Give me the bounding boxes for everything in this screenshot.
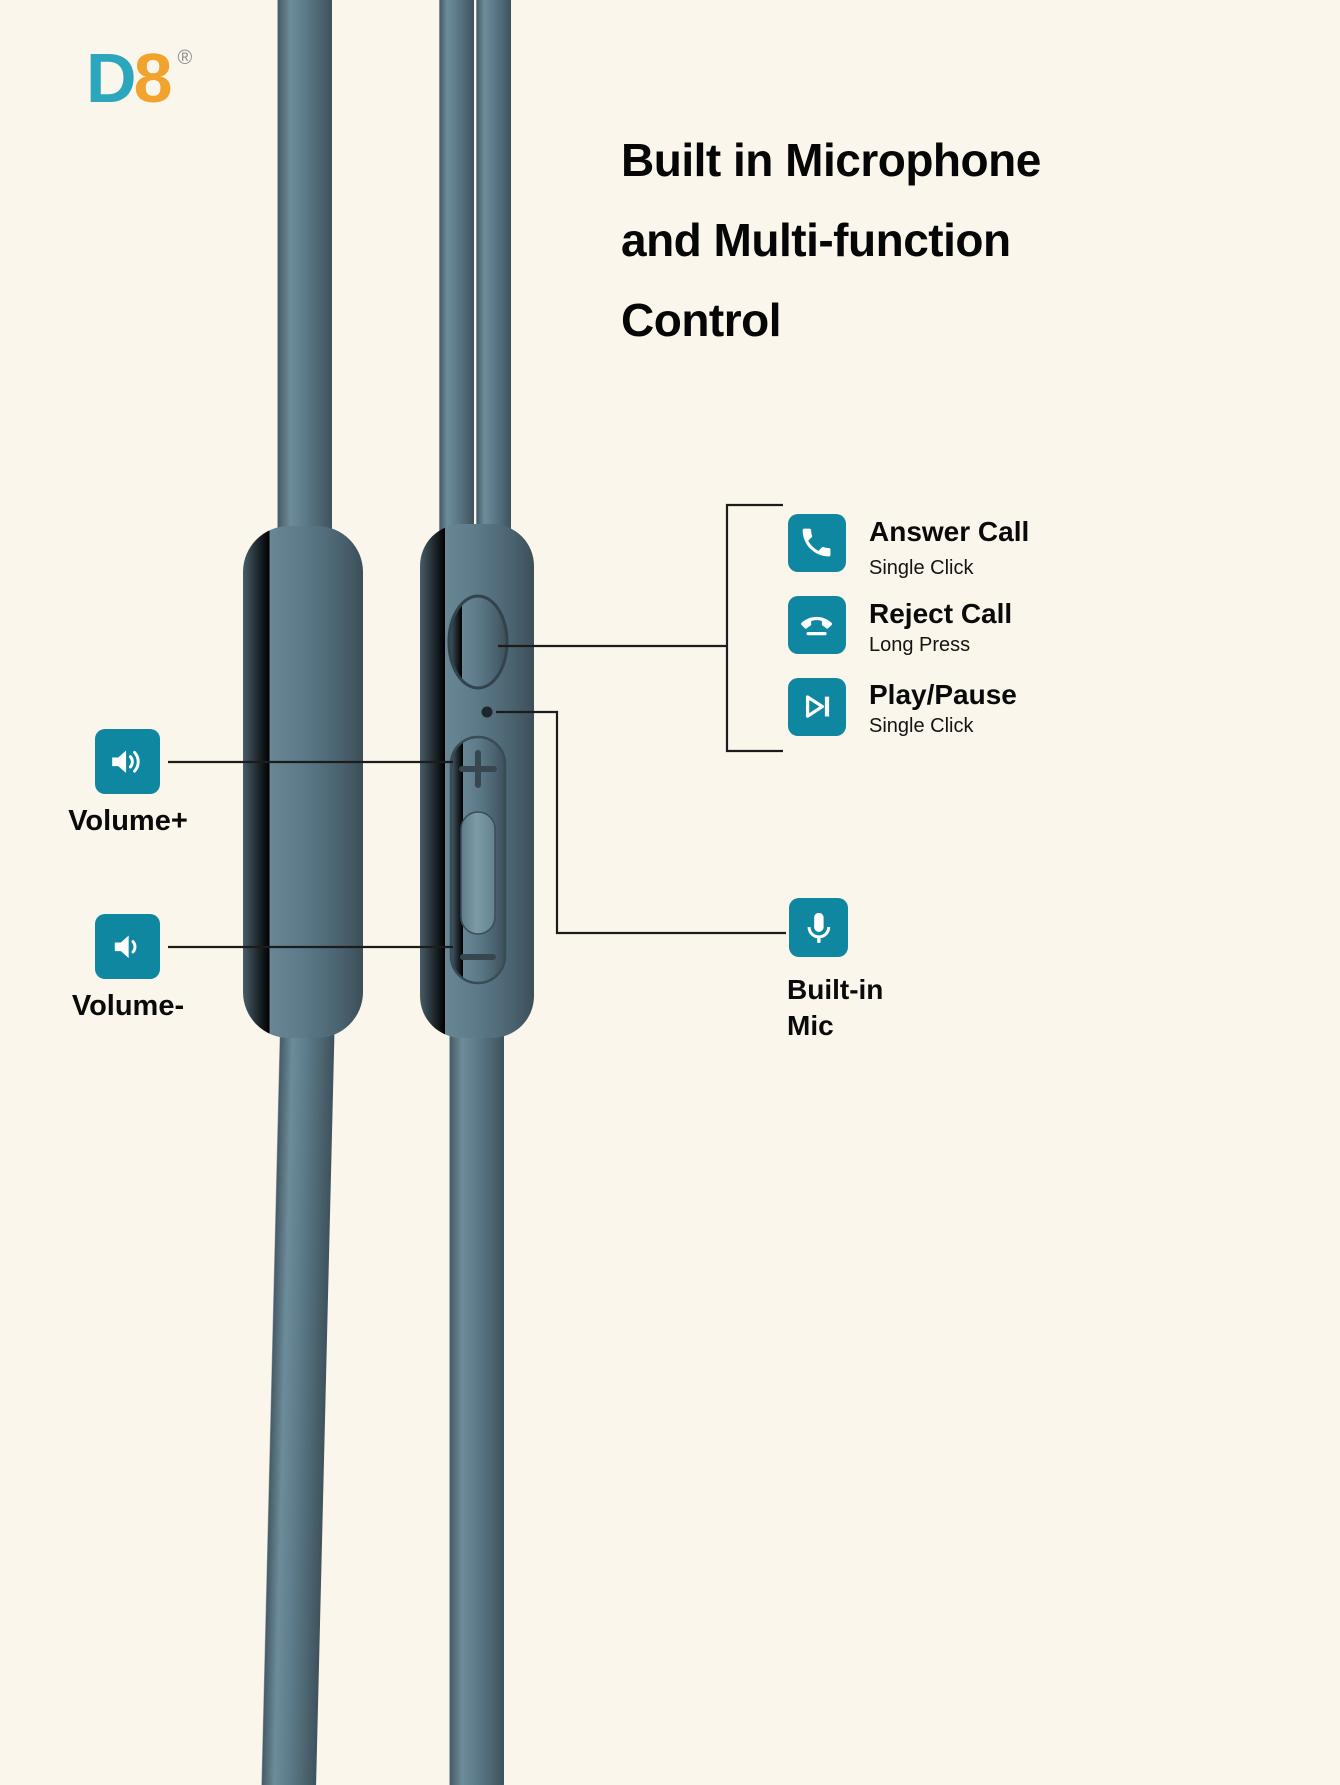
volume-down-icon xyxy=(114,935,137,958)
volume-up-label: Volume+ xyxy=(68,805,188,837)
answer-call-tile xyxy=(788,514,846,572)
built-in-mic-label-line-1: Built-in xyxy=(787,974,884,1005)
right-cable-top-a xyxy=(439,0,474,570)
callout-lines xyxy=(168,503,786,949)
built-in-mic-label-line-2: Mic xyxy=(787,1010,834,1041)
mic-hole xyxy=(481,706,493,718)
logo-digit-8: 8 xyxy=(133,39,173,117)
bracket-line xyxy=(725,503,783,753)
reject-call-sub: Long Press xyxy=(869,634,971,656)
play-pause-label: Play/Pause xyxy=(869,679,1017,710)
headline-line-2: and Multi-function xyxy=(621,214,1011,266)
play-pause-icon xyxy=(806,695,830,719)
mic-icon xyxy=(807,912,830,943)
headline-line-1: Built in Microphone xyxy=(621,134,1041,186)
built-in-mic-tile xyxy=(789,898,848,957)
play-pause-tile xyxy=(788,678,846,736)
answer-call-sub: Single Click xyxy=(869,557,974,579)
brand-logo: D8® xyxy=(86,38,192,118)
multifunction-button xyxy=(447,594,509,690)
registered-trademark: ® xyxy=(177,47,193,69)
play-pause-sub: Single Click xyxy=(869,715,974,737)
built-in-mic-label: Built-in Mic xyxy=(787,972,883,1044)
volume-up-tile xyxy=(95,729,160,794)
phone-icon xyxy=(803,529,831,557)
volume-plus-ridge xyxy=(459,750,497,788)
left-cable-bottom xyxy=(261,1009,335,1785)
right-cable-bottom xyxy=(449,1010,504,1785)
logo-letter-d: D xyxy=(86,39,137,117)
volume-up-icon xyxy=(111,750,140,773)
mic-line xyxy=(496,710,786,935)
volume-down-label: Volume- xyxy=(71,990,185,1022)
answer-call-label: Answer Call xyxy=(869,516,1030,547)
reject-call-label: Reject Call xyxy=(869,598,1013,629)
cable-splitter xyxy=(243,526,363,1038)
volume-down-tile xyxy=(95,914,160,979)
left-cable-top xyxy=(277,0,332,570)
headline-line-3: Control xyxy=(621,294,782,346)
rocker-center-button xyxy=(460,811,496,935)
reject-call-tile xyxy=(788,596,846,654)
phone-down-icon xyxy=(801,617,833,636)
right-cable-top-b xyxy=(476,0,511,570)
headline: Built in Microphone and Multi-function C… xyxy=(621,120,1041,360)
